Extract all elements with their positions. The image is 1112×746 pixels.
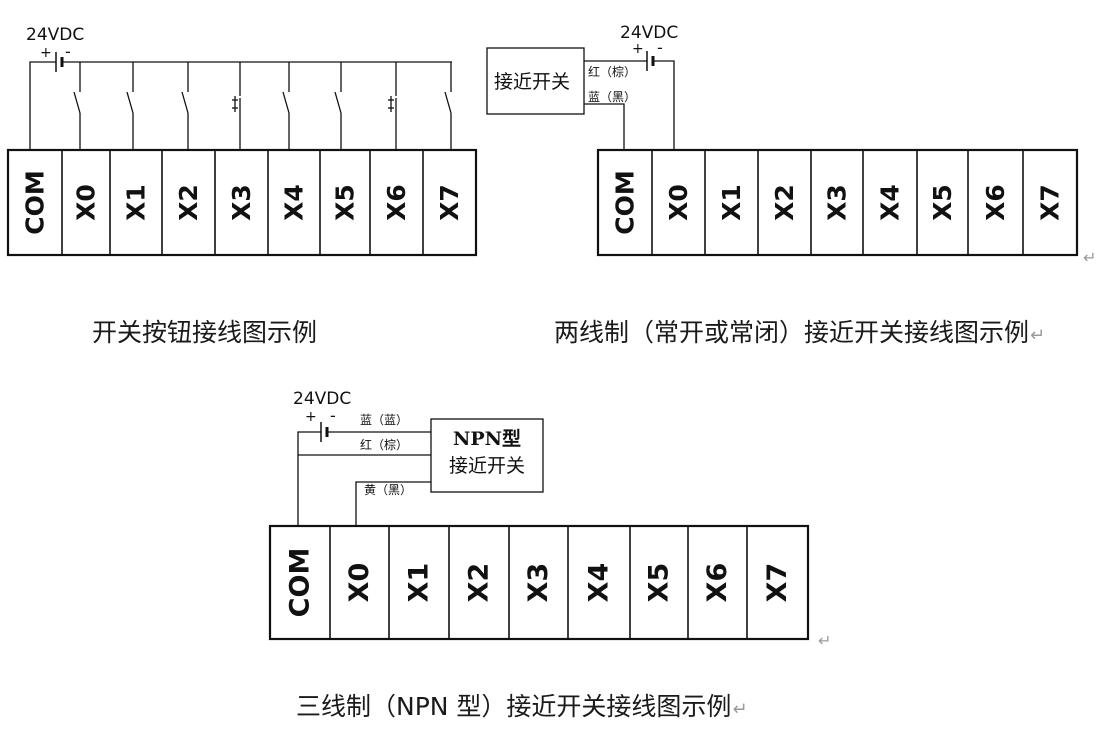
- supply-minus-label: -: [657, 38, 663, 57]
- wire-label-blue: 蓝（黑）: [588, 90, 636, 104]
- terminal-strip: COM X0 X1 X2 X3 X4 X5 X6 X7: [596, 148, 1079, 257]
- terminal-label-com: COM: [21, 170, 50, 234]
- switches: [73, 62, 452, 150]
- supply-voltage-label: 24VDC: [26, 25, 84, 45]
- com-wire: [29, 61, 56, 150]
- terminal-label-com: COM: [285, 548, 316, 618]
- supply-voltage-label: 24VDC: [620, 23, 678, 43]
- npn-sensor-type: NPN型: [453, 427, 521, 450]
- terminal-label-x1: X1: [122, 184, 151, 221]
- caption-three-wire: 三线制（NPN 型）接近开关接线图示例↵: [296, 687, 748, 723]
- supply-to-x0-wire: [653, 60, 675, 150]
- terminal-label-x4: X4: [584, 563, 615, 603]
- switch-x7: [444, 62, 452, 150]
- switch-x2: [181, 62, 189, 150]
- terminal-label-x7: X7: [435, 184, 464, 221]
- switch-x4: [282, 62, 290, 150]
- terminal-label-x1: X1: [717, 184, 746, 221]
- supply-minus-label: -: [65, 42, 71, 61]
- terminal-label-x6: X6: [981, 184, 1010, 221]
- yellow-wire: [355, 481, 431, 526]
- proximity-switch-label: 接近开关: [494, 71, 570, 93]
- npn-sensor-label: 接近开关: [449, 455, 525, 477]
- switch-x5: [334, 62, 342, 150]
- caption-button-wiring: 开关按钮接线图示例: [92, 313, 317, 349]
- terminal-label-x2: X2: [770, 184, 799, 221]
- terminal-label-x6: X6: [382, 184, 411, 221]
- terminal-label-x5: X5: [644, 563, 675, 603]
- terminal-label-x7: X7: [762, 563, 793, 603]
- supply-plus-label: +: [305, 409, 317, 425]
- caption-text: 两线制（常开或常闭）接近开关接线图示例: [554, 318, 1030, 347]
- wire-label-red: 红（棕）: [360, 437, 408, 452]
- diagram-button: COM X0 X1 X2 X3 X4 X5 X6 X7 24VDC + -: [6, 25, 478, 257]
- wire-label-yellow: 黄（黑）: [364, 483, 412, 497]
- terminal-strip-frame: [6, 148, 478, 257]
- switch-x1: [126, 62, 134, 150]
- caption-two-wire: 两线制（常开或常闭）接近开关接线图示例↵: [554, 313, 1045, 349]
- return-mark: ↵: [732, 699, 748, 720]
- supply-plus-label: +: [632, 41, 644, 57]
- terminal-label-x2: X2: [174, 184, 203, 221]
- return-mark: ↵: [818, 631, 831, 650]
- terminal-strip-frame: [268, 524, 810, 641]
- supply-plus-label: +: [40, 45, 52, 61]
- terminal-label-x3: X3: [823, 184, 852, 221]
- terminal-strip-frame: [596, 148, 1079, 257]
- supply-voltage-label: 24VDC: [293, 389, 351, 409]
- terminal-label-x0: X0: [344, 563, 375, 603]
- terminal-label-x3: X3: [523, 563, 554, 603]
- terminal-label-x0: X0: [72, 184, 101, 221]
- switch-x3: [232, 62, 241, 150]
- terminal-label-x1: X1: [404, 563, 435, 603]
- supply-to-com-wire: [297, 431, 321, 526]
- supply-minus-label: -: [330, 406, 336, 425]
- terminal-label-x5: X5: [331, 184, 360, 221]
- terminal-label-x5: X5: [928, 184, 957, 221]
- wire-label-red: 红（棕）: [588, 64, 636, 79]
- wire-label-blue: 蓝（蓝）: [360, 413, 408, 427]
- terminal-label-x4: X4: [280, 184, 309, 221]
- switch-x0: [73, 62, 81, 150]
- terminal-label-x7: X7: [1036, 184, 1065, 221]
- switch-x6: [388, 62, 397, 150]
- terminal-label-x4: X4: [876, 184, 905, 221]
- terminal-label-x6: X6: [702, 563, 733, 603]
- blue-wire: [584, 103, 625, 150]
- return-mark: ↵: [1083, 248, 1096, 267]
- caption-text: 开关按钮接线图示例: [92, 318, 318, 347]
- terminal-label-x3: X3: [227, 184, 256, 221]
- caption-text: 三线制（NPN 型）接近开关接线图示例: [296, 692, 732, 721]
- proximity-switch-box: [486, 47, 585, 115]
- terminal-label-x0: X0: [664, 184, 693, 221]
- terminal-label-x2: X2: [464, 563, 495, 603]
- terminal-strip: COM X0 X1 X2 X3 X4 X5 X6 X7: [268, 524, 810, 641]
- return-mark: ↵: [1030, 325, 1046, 346]
- power-supply: 24VDC + -: [26, 25, 452, 150]
- terminal-strip: COM X0 X1 X2 X3 X4 X5 X6 X7: [6, 148, 478, 257]
- terminal-label-com: COM: [611, 170, 640, 234]
